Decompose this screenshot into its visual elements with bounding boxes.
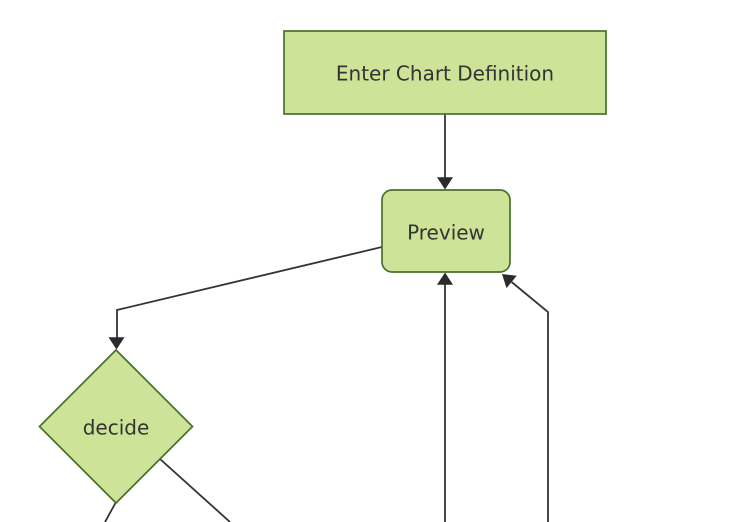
edge-decide-to-offscreen-left (104, 501, 117, 522)
edge-line (104, 501, 117, 522)
arrowhead-up-icon (437, 272, 453, 285)
node-decide: decide (38, 348, 194, 505)
edge-offscreen-to-preview-corner (502, 274, 549, 522)
edge-line (511, 281, 549, 522)
rounded-rectangle-shape (381, 189, 511, 273)
node-label: decide (83, 416, 150, 440)
edge-preview-to-decide (108, 246, 383, 350)
node-label: Enter Chart Definition (336, 62, 554, 86)
edge-decide-to-offscreen-right (159, 458, 231, 522)
edge-line (159, 458, 231, 522)
node-label: Preview (407, 221, 485, 245)
arrowhead-down-icon (108, 337, 125, 350)
node-enter-chart-definition: Enter Chart Definition (283, 30, 607, 115)
diamond-shape (38, 348, 194, 505)
arrowhead-down-icon (437, 177, 453, 190)
edge-enter-to-preview (437, 114, 453, 190)
node-preview: Preview (381, 189, 511, 273)
arrowhead-up-left-icon (502, 274, 517, 289)
edge-offscreen-to-preview-bottom (437, 272, 453, 522)
edge-line (116, 246, 383, 338)
rectangle-shape (283, 30, 607, 115)
